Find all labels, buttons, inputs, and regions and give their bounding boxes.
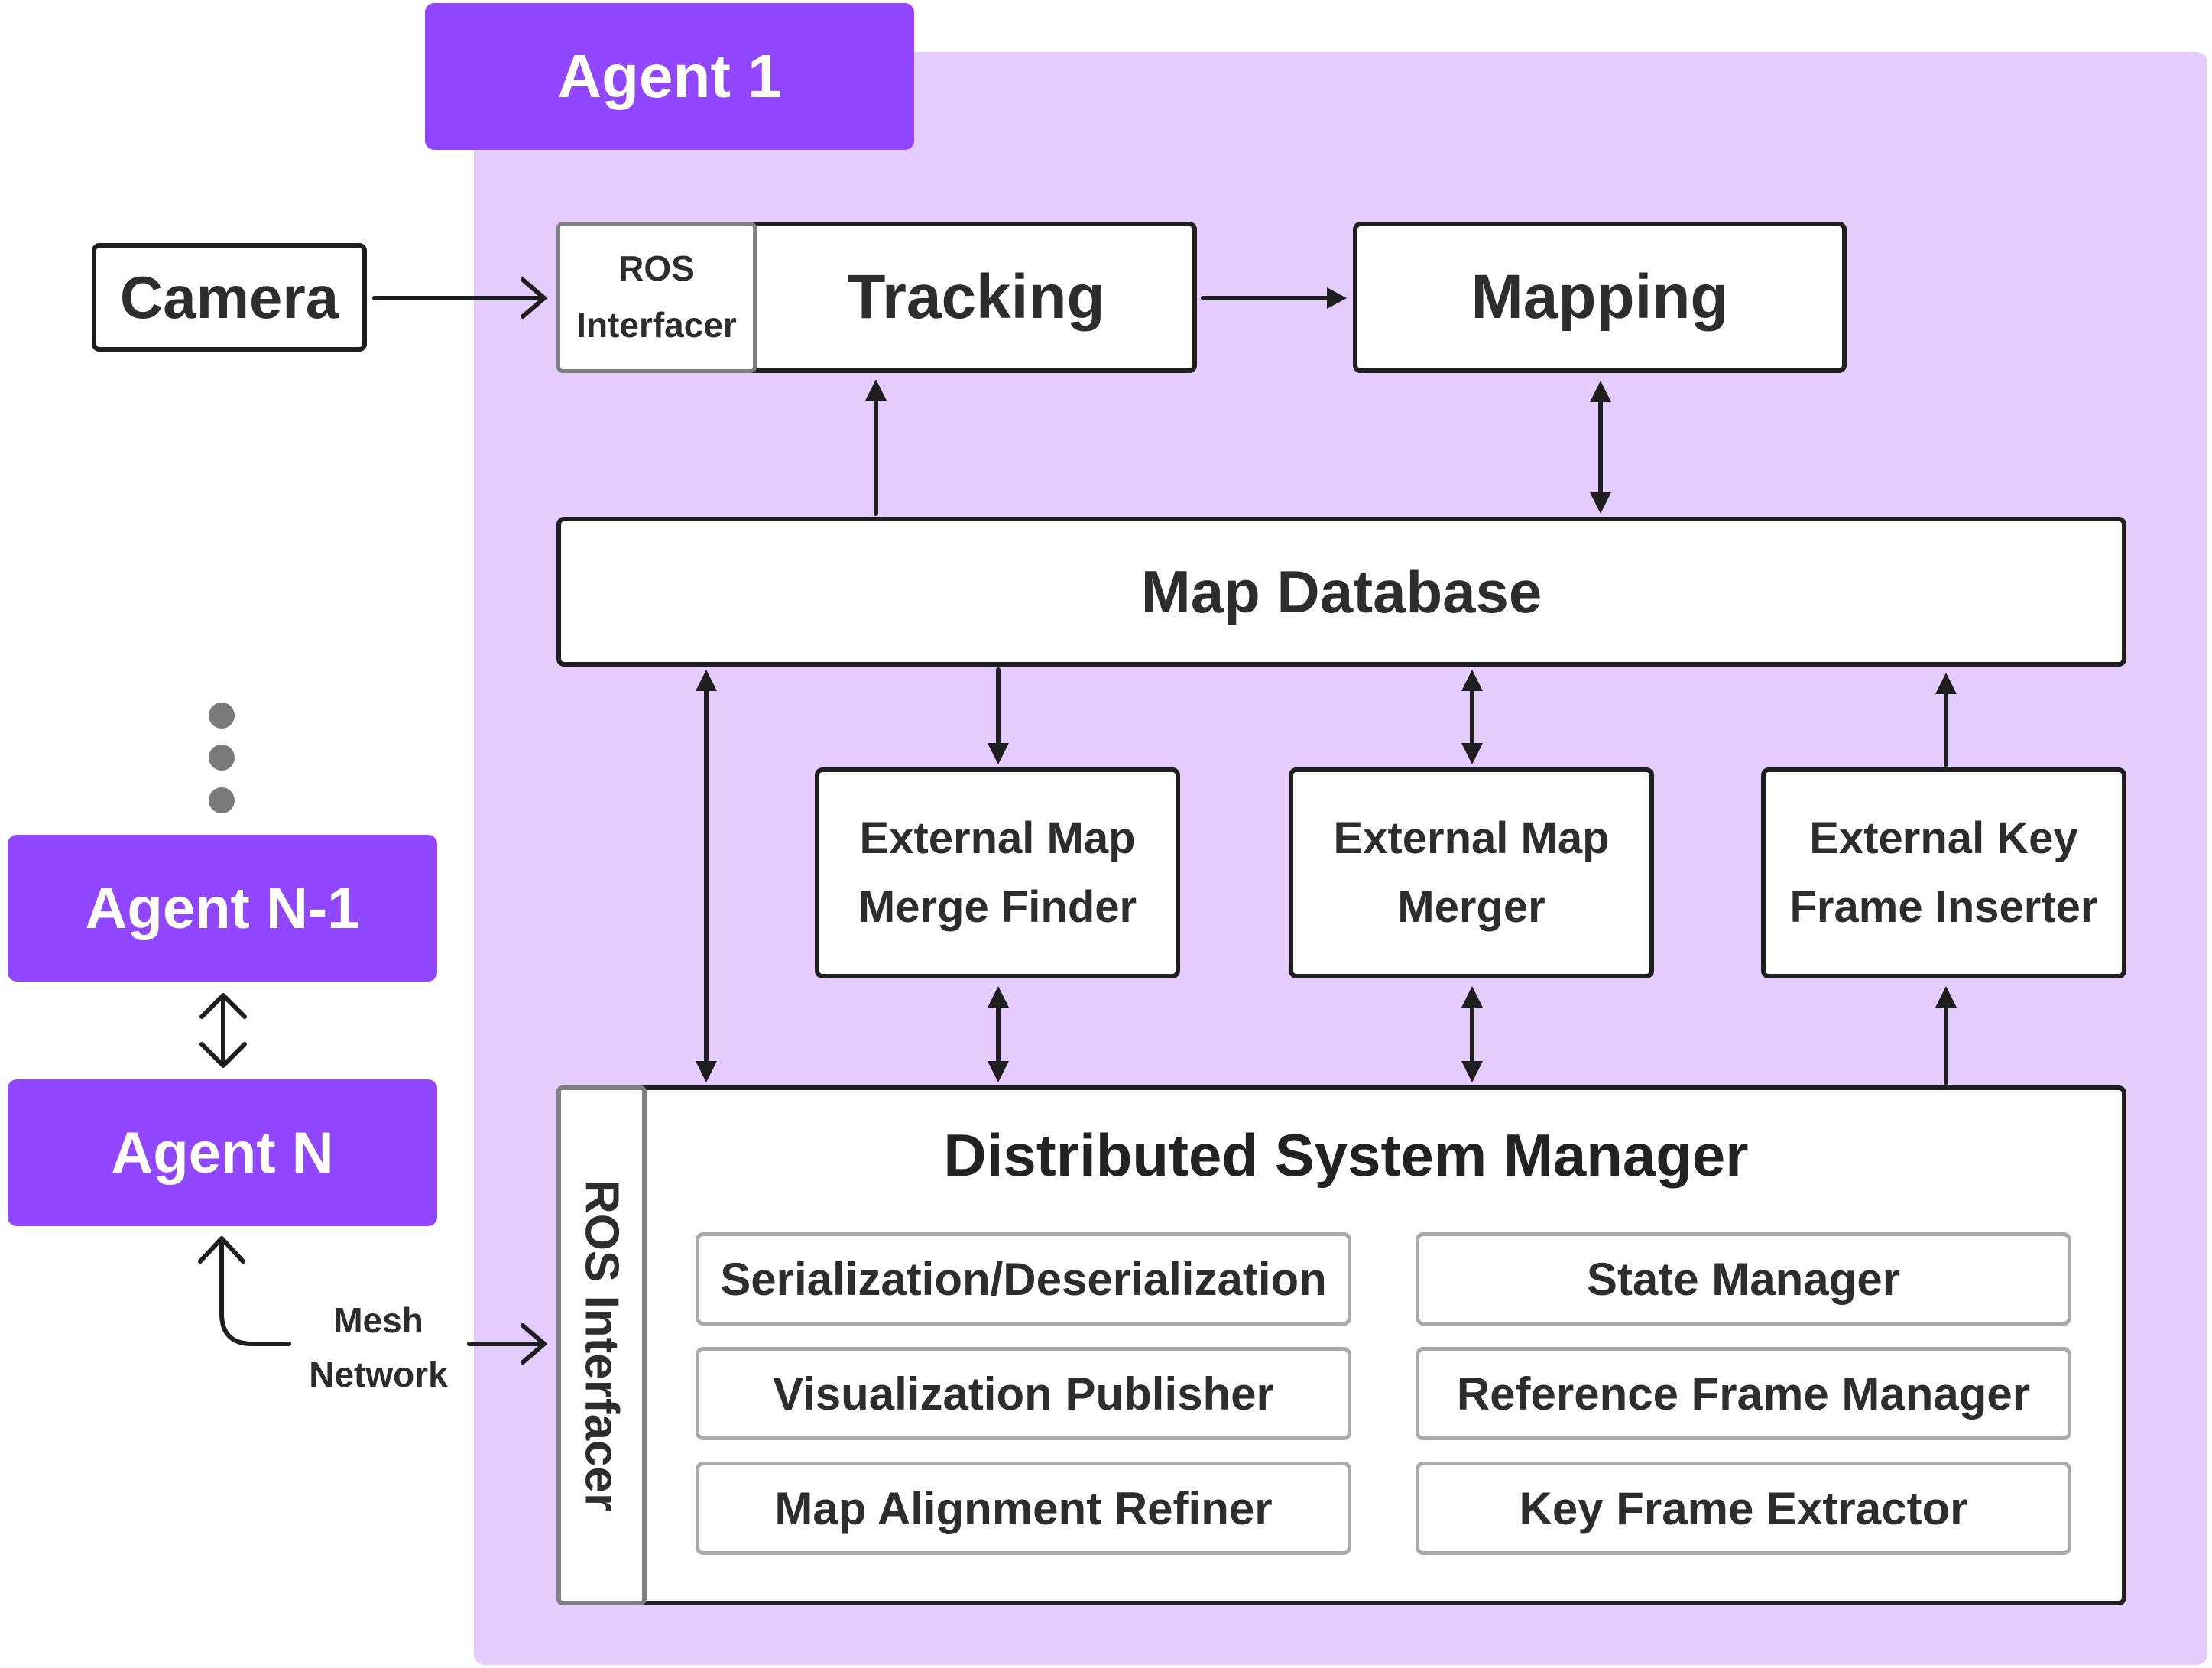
module-visualization-publisher: Visualization Publisher (696, 1347, 1351, 1440)
arrow-mesh-to-agent-n (219, 1239, 291, 1346)
arrowhead (1935, 673, 1957, 694)
ellipsis-dot (209, 703, 235, 729)
ext-map-merger-line1: External Map (1333, 813, 1610, 864)
mesh-network-line2: Network (309, 1355, 448, 1395)
agent-n-tag: Agent N (8, 1079, 437, 1226)
arrowhead (1461, 1061, 1483, 1082)
external-keyframe-inserter-box: External Key Frame Inserter (1761, 767, 2126, 978)
mapping-box: Mapping (1353, 222, 1847, 373)
ellipsis-dot (209, 745, 235, 771)
ext-merge-finder-line1: External Map (859, 813, 1136, 864)
ext-map-merger-line2: Merger (1397, 882, 1545, 932)
arrowhead (199, 1042, 247, 1068)
arrowhead (521, 1323, 547, 1365)
arrowhead (696, 670, 717, 691)
ext-keyframe-inserter-line2: Frame Inserter (1789, 882, 2098, 932)
arrowhead (1590, 381, 1611, 402)
dsm-ros-interfacer-label: ROS Interfacer (575, 1179, 628, 1512)
agent1-label: Agent 1 (557, 42, 782, 110)
camera-label: Camera (119, 263, 339, 331)
external-map-merge-finder-box: External Map Merge Finder (815, 767, 1180, 978)
dsm-ros-interfacer: ROS Interfacer (556, 1085, 647, 1605)
arrowhead (865, 379, 887, 401)
agent-n-minus-1-tag: Agent N-1 (8, 835, 437, 982)
agent1-tag: Agent 1 (425, 3, 914, 150)
arrowhead (199, 993, 247, 1019)
agent-n-label: Agent N (111, 1120, 334, 1186)
dsm-title: Distributed System Manager (943, 1121, 1749, 1189)
mapping-label: Mapping (1471, 262, 1729, 332)
arrowhead (988, 1061, 1009, 1082)
camera-box: Camera (92, 243, 367, 352)
arrowhead (1327, 287, 1347, 309)
arrowhead (696, 1061, 717, 1082)
agent-n-minus-1-label: Agent N-1 (85, 875, 360, 941)
external-map-merger-box: External Map Merger (1289, 767, 1654, 978)
module-reference-frame-manager: Reference Frame Manager (1416, 1347, 2071, 1440)
ext-merge-finder-line2: Merge Finder (858, 882, 1137, 932)
arrowhead (521, 277, 547, 319)
arrowhead (988, 743, 1009, 764)
arrowhead (1935, 986, 1957, 1008)
ext-keyframe-inserter-line1: External Key (1809, 813, 2078, 864)
mesh-network-label: Mesh Network (298, 1293, 459, 1403)
arrowhead (1461, 743, 1483, 764)
module-state-manager: State Manager (1416, 1232, 2071, 1326)
mesh-network-line1: Mesh (333, 1300, 423, 1340)
ellipsis-dot (209, 787, 235, 813)
tracking-label: Tracking (847, 262, 1105, 332)
module-serialization: Serialization/Deserialization (696, 1232, 1351, 1326)
arrowhead (198, 1236, 245, 1264)
arrowhead (1590, 492, 1611, 514)
module-key-frame-extractor: Key Frame Extractor (1416, 1462, 2071, 1555)
arrowhead (1461, 986, 1483, 1008)
module-map-alignment-refiner: Map Alignment Refiner (696, 1462, 1351, 1555)
ros-interfacer-top-line1: ROS (618, 248, 695, 289)
ros-interfacer-top: ROS Interfacer (556, 222, 757, 373)
map-database-label: Map Database (1140, 557, 1542, 625)
map-database-box: Map Database (556, 517, 2126, 667)
ros-interfacer-top-line2: Interfacer (576, 305, 737, 345)
arrowhead (988, 986, 1009, 1008)
arrowhead (1461, 670, 1483, 691)
